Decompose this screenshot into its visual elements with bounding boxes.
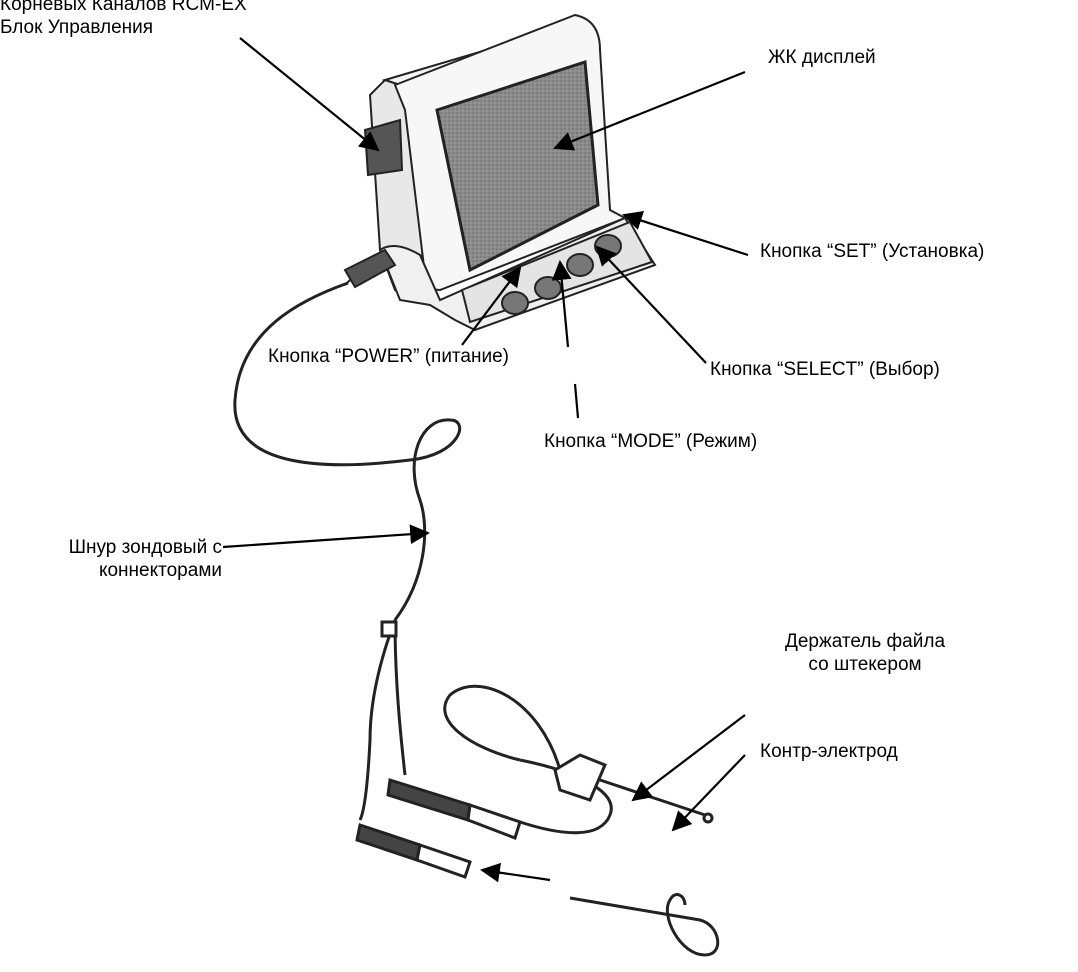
mode-leader-lower (573, 383, 580, 419)
power-button-label: Кнопка “POWER” (питание) (268, 346, 509, 367)
probe-cord-label: Шнур зондовый с коннекторами (0, 536, 222, 582)
probe-cord-label-line1: Шнур зондовый с (68, 537, 222, 558)
probe-cord-label-line2: коннекторами (98, 560, 222, 581)
power-button-shape (501, 291, 529, 315)
lcd-screen (435, 59, 600, 273)
lcd-label: ЖК дисплей (768, 47, 876, 68)
file-holder-arrow (631, 714, 746, 802)
set-button-label: Кнопка “SET” (Установка) (760, 241, 985, 262)
side-connector (343, 248, 397, 289)
lcd-arrow (553, 70, 746, 151)
select-button-label: Кнопка “SELECT” (Выбор) (710, 359, 940, 380)
file-holder-label-line2: со штекером (808, 654, 922, 675)
mode-button-label: Кнопка “MODE” (Режим) (544, 431, 758, 452)
leader-lines (222, 37, 749, 883)
set-arrow (622, 211, 749, 257)
probe-cord-arrow (222, 524, 430, 549)
file-holder-label-line1: Держатель файла (785, 631, 946, 652)
probe-cable (233, 281, 720, 957)
counter-electrode-arrow (671, 754, 746, 832)
power-arrow (461, 266, 522, 346)
counter-electrode-label: Контр-электрод (760, 741, 898, 762)
control-unit-label-line1: Корневых Каналов RCM-EX (0, 0, 247, 15)
file-holder-label: Держатель файла со штекером (785, 630, 945, 676)
set-button-shape (594, 234, 622, 258)
control-unit-label-line2: Блок Управления (0, 17, 154, 38)
mode-arrow (551, 260, 572, 348)
mode-button-shape (534, 276, 562, 300)
select-button-shape (566, 253, 594, 277)
control-unit-label: Корневых Каналов RCM-EX Блок Управления (0, 0, 247, 39)
select-arrow (595, 245, 707, 364)
insert-direction-arrow (480, 862, 551, 883)
control-unit-arrow (239, 37, 380, 152)
